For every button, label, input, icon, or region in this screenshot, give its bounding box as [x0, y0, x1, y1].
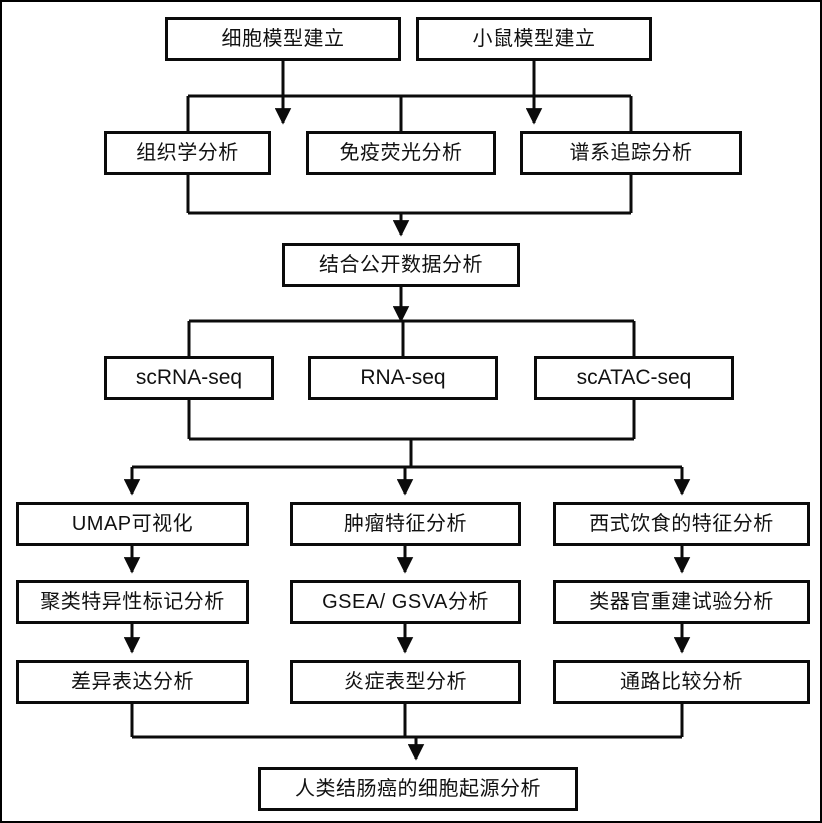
node-scatac-seq[interactable]: scATAC-seq [534, 356, 734, 400]
node-organoid-reconstruction-analysis[interactable]: 类器官重建试验分析 [553, 580, 810, 624]
node-human-colon-cancer-origin[interactable]: 人类结肠癌的细胞起源分析 [258, 767, 578, 811]
connector-conclusion-merge-bar [130, 704, 684, 739]
connector-seq-distribution-bar [187, 319, 636, 356]
node-umap-visualization[interactable]: UMAP可视化 [16, 502, 249, 546]
node-public-data-analysis[interactable]: 结合公开数据分析 [282, 243, 520, 287]
node-immunofluorescence-analysis[interactable]: 免疫荧光分析 [306, 131, 496, 175]
node-histology-analysis[interactable]: 组织学分析 [104, 131, 271, 175]
node-mouse-model[interactable]: 小鼠模型建立 [416, 17, 652, 61]
connector-assay-merge-bar [186, 175, 633, 215]
node-rna-seq[interactable]: RNA-seq [308, 356, 498, 400]
node-cell-model[interactable]: 细胞模型建立 [165, 17, 401, 61]
connector-assay-distribution-bar [186, 94, 633, 131]
node-scrna-seq[interactable]: scRNA-seq [104, 356, 274, 400]
node-lineage-tracing-analysis[interactable]: 谱系追踪分析 [520, 131, 742, 175]
node-tumor-feature-analysis[interactable]: 肿瘤特征分析 [290, 502, 521, 546]
node-differential-expression-analysis[interactable]: 差异表达分析 [16, 660, 249, 704]
node-cluster-marker-analysis[interactable]: 聚类特异性标记分析 [16, 580, 249, 624]
node-western-diet-feature-analysis[interactable]: 西式饮食的特征分析 [553, 502, 810, 546]
node-inflammation-phenotype-analysis[interactable]: 炎症表型分析 [290, 660, 521, 704]
node-gsea-gsva-analysis[interactable]: GSEA/ GSVA分析 [290, 580, 521, 624]
connector-seq-merge-bar [187, 400, 636, 441]
node-pathway-comparison-analysis[interactable]: 通路比较分析 [553, 660, 810, 704]
connector-analysis-distribution-bar [130, 465, 684, 494]
